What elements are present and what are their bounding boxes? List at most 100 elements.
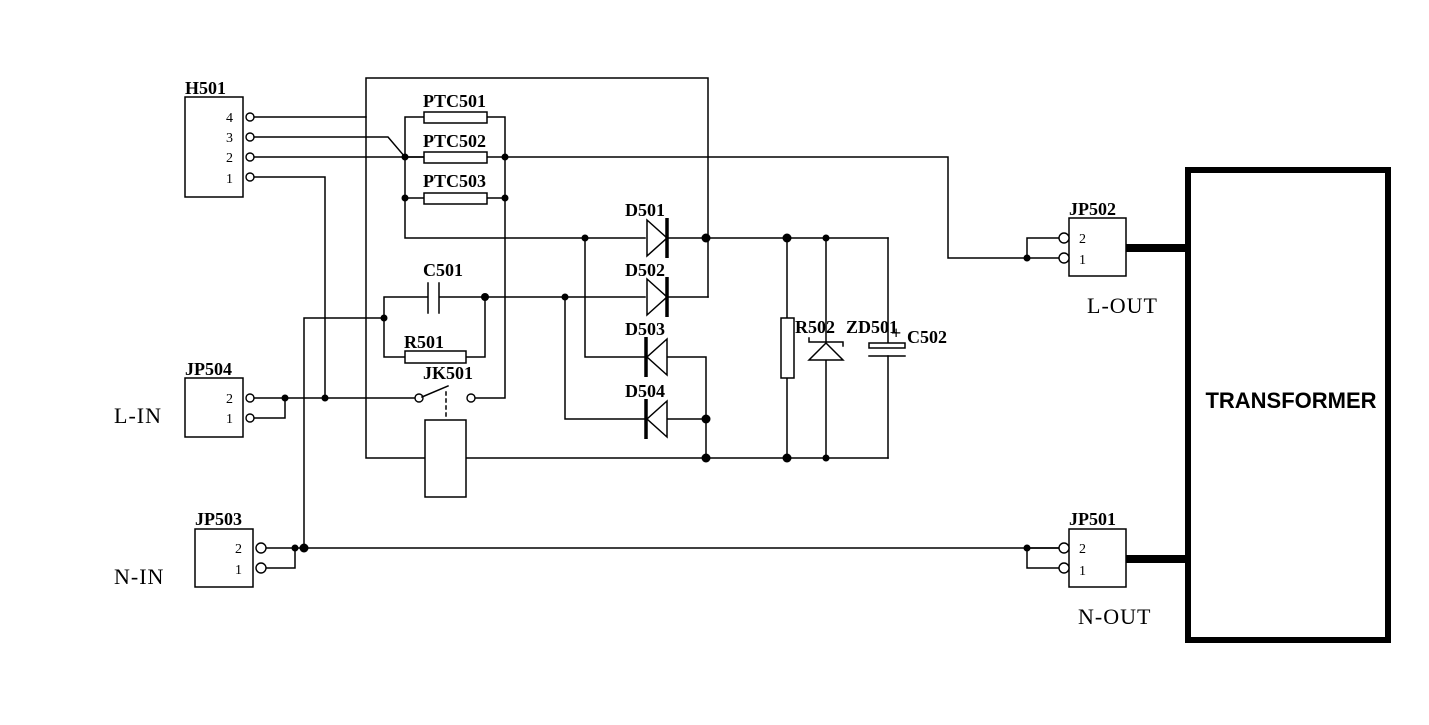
jp504-pin-label: 2 — [226, 392, 233, 407]
relay-switch-blade — [421, 385, 449, 398]
capacitor-c502: + C502 — [868, 323, 947, 357]
wire-bridge-left-a — [584, 237, 646, 358]
c502-plate — [868, 342, 906, 349]
junction-dot — [701, 414, 711, 424]
wire-dc-negative-bus — [365, 116, 426, 459]
ptc501-body — [423, 111, 488, 124]
zener-zd501: ZD501 — [807, 317, 898, 361]
junction-dot — [481, 293, 489, 301]
pin-terminal — [255, 542, 267, 554]
h501-pin-label: 4 — [226, 111, 233, 126]
wire-ptc502-to-lout — [486, 156, 1028, 259]
jp504-ref: JP504 — [185, 359, 232, 379]
junction-dot — [701, 453, 711, 463]
junction-dot — [822, 234, 830, 242]
wire-nin-up — [303, 317, 385, 549]
jp501-body — [1068, 528, 1127, 588]
wire-ptc-left-bus — [404, 116, 646, 239]
r501-ref: R501 — [404, 332, 444, 352]
d502-diode-icon — [646, 277, 669, 317]
relay-contact — [414, 393, 424, 403]
port-n-in: N-IN — [114, 564, 164, 589]
transformer-body — [1185, 167, 1391, 643]
junction-dot — [299, 543, 309, 553]
wire-jp503-pin1 — [265, 547, 296, 569]
zd501-ref: ZD501 — [846, 317, 898, 337]
h501-body — [184, 96, 244, 198]
jp502-pin-label: 1 — [1079, 253, 1086, 268]
d504-ref: D504 — [625, 381, 665, 401]
junction-dot — [561, 293, 569, 301]
connector-jp504: JP504 2 1 L-IN — [114, 359, 255, 438]
r502-body — [780, 317, 795, 379]
pin-terminal — [1058, 562, 1070, 574]
transformer-block: TRANSFORMER — [1185, 167, 1391, 643]
h501-pin-label: 2 — [226, 151, 233, 166]
jp501-ref: JP501 — [1069, 509, 1116, 529]
pin-terminal — [1058, 252, 1070, 264]
port-n-out: N-OUT — [1078, 604, 1151, 629]
r502-ref: R502 — [795, 317, 835, 337]
ptc502-ref: PTC502 — [423, 131, 486, 151]
junction-dot — [281, 394, 289, 402]
d502-ref: D502 — [625, 260, 665, 280]
resistor-r501: R501 — [404, 332, 467, 364]
pin-terminal — [245, 393, 255, 403]
ptc503-body — [423, 192, 488, 205]
jp503-body — [194, 528, 254, 588]
junction-dot — [701, 233, 711, 243]
wire-h501-pin1 — [253, 176, 326, 399]
pin-terminal — [245, 172, 255, 182]
d501-ref: D501 — [625, 200, 665, 220]
c501-ref: C501 — [423, 260, 463, 280]
zd501-zener-icon — [807, 341, 845, 361]
wire-jp502-pins — [1026, 237, 1063, 259]
jp504-pin-label: 1 — [226, 412, 233, 427]
jp502-ref: JP502 — [1069, 199, 1116, 219]
d503-diode-icon — [645, 337, 668, 377]
r501-body — [404, 350, 467, 364]
junction-dot — [501, 153, 509, 161]
d504-diode-icon — [645, 399, 668, 439]
zd501-cathode-bar — [808, 337, 844, 347]
capacitor-c501: C501 — [423, 260, 463, 314]
h501-ref: H501 — [185, 78, 226, 98]
wire-h501-pin3 — [253, 136, 407, 159]
jp503-pin-label: 2 — [235, 542, 242, 557]
jp503-ref: JP503 — [195, 509, 242, 529]
pin-terminal — [255, 562, 267, 574]
connector-h501: H501 4 3 2 1 — [184, 78, 255, 198]
connector-jp501: JP501 2 1 N-OUT — [1058, 509, 1151, 629]
junction-dot — [380, 314, 388, 322]
jp501-pin-label: 2 — [1079, 542, 1086, 557]
junction-dot — [782, 453, 792, 463]
ptc-group: PTC501 PTC502 PTC503 — [423, 91, 488, 205]
jp502-pin-label: 2 — [1079, 232, 1086, 247]
relay-coil — [424, 419, 467, 498]
junction-dot — [822, 454, 830, 462]
wire-c501-left — [383, 296, 428, 358]
jp501-pin-label: 1 — [1079, 564, 1086, 579]
jk501-ref: JK501 — [423, 363, 473, 383]
wires — [253, 77, 1188, 569]
port-l-out: L-OUT — [1087, 293, 1158, 318]
junction-dot — [401, 153, 409, 161]
pin-terminal — [1058, 542, 1070, 554]
relay-contact — [466, 393, 476, 403]
junction-dot — [291, 544, 299, 552]
port-l-in: L-IN — [114, 403, 162, 428]
junctions — [281, 153, 1031, 553]
d501-diode-icon — [646, 218, 669, 258]
pin-terminal — [1058, 232, 1070, 244]
wire-c501-right — [439, 296, 486, 358]
bridge-rectifier: D501 D502 D503 D504 — [625, 200, 669, 439]
junction-dot — [501, 194, 509, 202]
jp502-body — [1068, 217, 1127, 277]
wire-jp504-pin1 — [253, 397, 286, 419]
h501-pin-label: 1 — [226, 172, 233, 187]
pin-terminal — [245, 152, 255, 162]
junction-dot — [782, 233, 792, 243]
junction-dot — [1023, 254, 1031, 262]
relay-jk501: JK501 — [414, 363, 476, 498]
